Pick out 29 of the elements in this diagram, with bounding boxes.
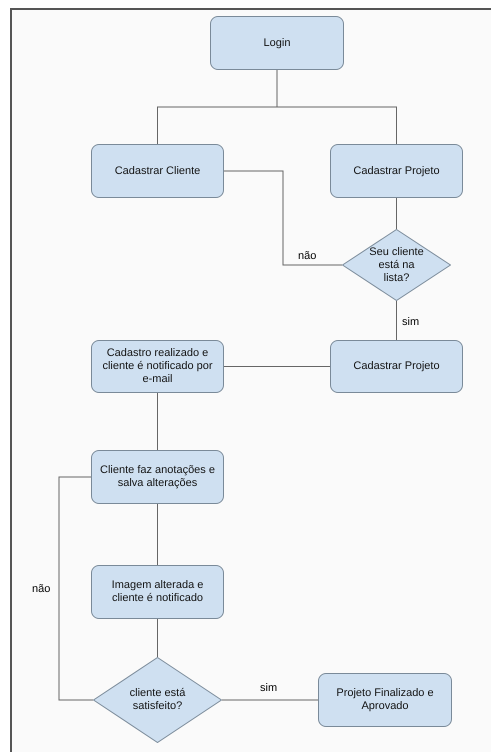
node-text: Cliente faz anotações e salva alterações: [99, 464, 216, 490]
process-box: [330, 144, 463, 198]
process-box: [91, 565, 224, 619]
process-box: [210, 16, 344, 70]
process-box: [91, 450, 224, 504]
connector-line: [396, 198, 397, 230]
node-text: Cadastrar Projeto: [353, 360, 440, 373]
node-text: Cadastrar Cliente: [114, 164, 200, 178]
process-box: [91, 144, 224, 198]
connector-line: [224, 170, 342, 266]
decision-diamond: [342, 229, 451, 301]
process-box: [318, 673, 452, 727]
connector-line: [276, 70, 397, 144]
connector-line: [157, 618, 158, 658]
process-box: [91, 340, 224, 393]
decision-diamond: [93, 657, 222, 743]
node-text: Projeto Finalizado e Aprovado: [335, 687, 435, 713]
connector-line: [58, 476, 94, 700]
node-text: Login: [264, 36, 290, 50]
connector-line: [157, 504, 158, 566]
node-text: Cadastrar Projeto: [353, 164, 440, 178]
node-text: Seu cliente está na lista?: [369, 246, 424, 284]
process-box: [330, 340, 463, 393]
connector-line: [157, 392, 158, 450]
connector-line: [396, 300, 397, 340]
node-text: cliente está satisfeito?: [128, 687, 186, 713]
node-text: Imagem alterada e cliente é notificado: [110, 579, 204, 605]
connector-line: [224, 366, 330, 367]
node-text: Cadastro realizado e cliente é notificado por e-mail: [101, 347, 214, 386]
